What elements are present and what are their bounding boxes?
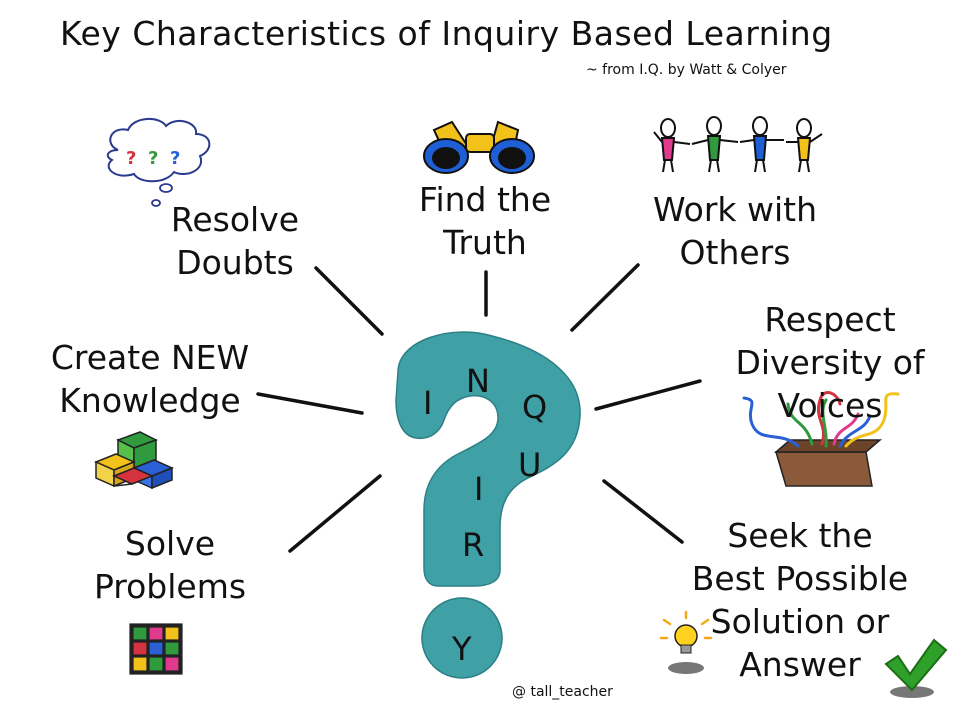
connector-create bbox=[256, 392, 364, 415]
label-find-the-truth: Find the Truth bbox=[395, 178, 575, 264]
bubble-mark-2: ? bbox=[148, 148, 158, 169]
label-line: Solution or bbox=[710, 602, 890, 641]
q-letter-6: R bbox=[462, 526, 484, 564]
label-line: Others bbox=[679, 233, 791, 272]
page-subtitle: ~ from I.Q. by Watt & Colyer bbox=[586, 62, 787, 78]
binoculars-icon bbox=[423, 120, 535, 174]
bubble-mark-1: ? bbox=[126, 148, 136, 169]
q-letter-5: I bbox=[474, 470, 483, 508]
label-respect-diversity: Respect Diversity of Voices bbox=[710, 298, 950, 427]
q-letter-2: N bbox=[466, 362, 490, 400]
label-line: Work with bbox=[652, 190, 818, 229]
label-line: Problems bbox=[93, 567, 247, 606]
q-letter-3: Q bbox=[522, 388, 547, 426]
connector-lines bbox=[256, 263, 702, 553]
label-line: Respect bbox=[764, 300, 896, 339]
label-line: Voices bbox=[777, 386, 883, 425]
label-resolve-doubts: Resolve Doubts bbox=[160, 198, 310, 284]
label-line: Solve bbox=[124, 524, 216, 563]
label-line: Create NEW bbox=[50, 338, 250, 377]
rubiks-cube-icon bbox=[129, 623, 183, 675]
author-credit: @ tall_teacher bbox=[512, 684, 613, 700]
connector-seek bbox=[602, 479, 684, 544]
label-line: Best Possible bbox=[691, 559, 909, 598]
label-line: Resolve bbox=[170, 200, 300, 239]
q-letter-7: Y bbox=[451, 630, 472, 668]
label-line: Diversity of bbox=[735, 343, 925, 382]
voices-box-icon bbox=[742, 390, 900, 487]
light-bulb-icon bbox=[659, 610, 713, 674]
question-mark-icon: I N Q U I R Y bbox=[395, 331, 581, 679]
q-letter-1: I bbox=[423, 384, 432, 422]
thought-bubble-icon: ? ? ? bbox=[106, 118, 211, 207]
label-line: Doubts bbox=[176, 243, 294, 282]
label-create-new-knowledge: Create NEW Knowledge bbox=[20, 336, 280, 422]
page-title: Key Characteristics of Inquiry Based Lea… bbox=[60, 14, 833, 53]
connector-respect bbox=[594, 379, 702, 411]
label-line: Find the bbox=[418, 180, 552, 219]
label-seek-best-solution: Seek the Best Possible Solution or Answe… bbox=[680, 514, 920, 686]
bubble-mark-3: ? bbox=[170, 148, 180, 169]
label-line: Seek the bbox=[727, 516, 873, 555]
q-letter-4: U bbox=[518, 446, 541, 484]
connector-work bbox=[570, 263, 640, 332]
label-solve-problems: Solve Problems bbox=[80, 522, 260, 608]
label-line: Truth bbox=[443, 223, 527, 262]
blocks-icon bbox=[94, 431, 174, 490]
people-group-icon bbox=[653, 116, 823, 173]
connector-resolve bbox=[314, 266, 384, 336]
label-work-with-others: Work with Others bbox=[625, 188, 845, 274]
check-mark-icon bbox=[884, 638, 948, 698]
connector-solve bbox=[288, 474, 382, 553]
label-line: Answer bbox=[739, 645, 861, 684]
label-line: Knowledge bbox=[59, 381, 241, 420]
